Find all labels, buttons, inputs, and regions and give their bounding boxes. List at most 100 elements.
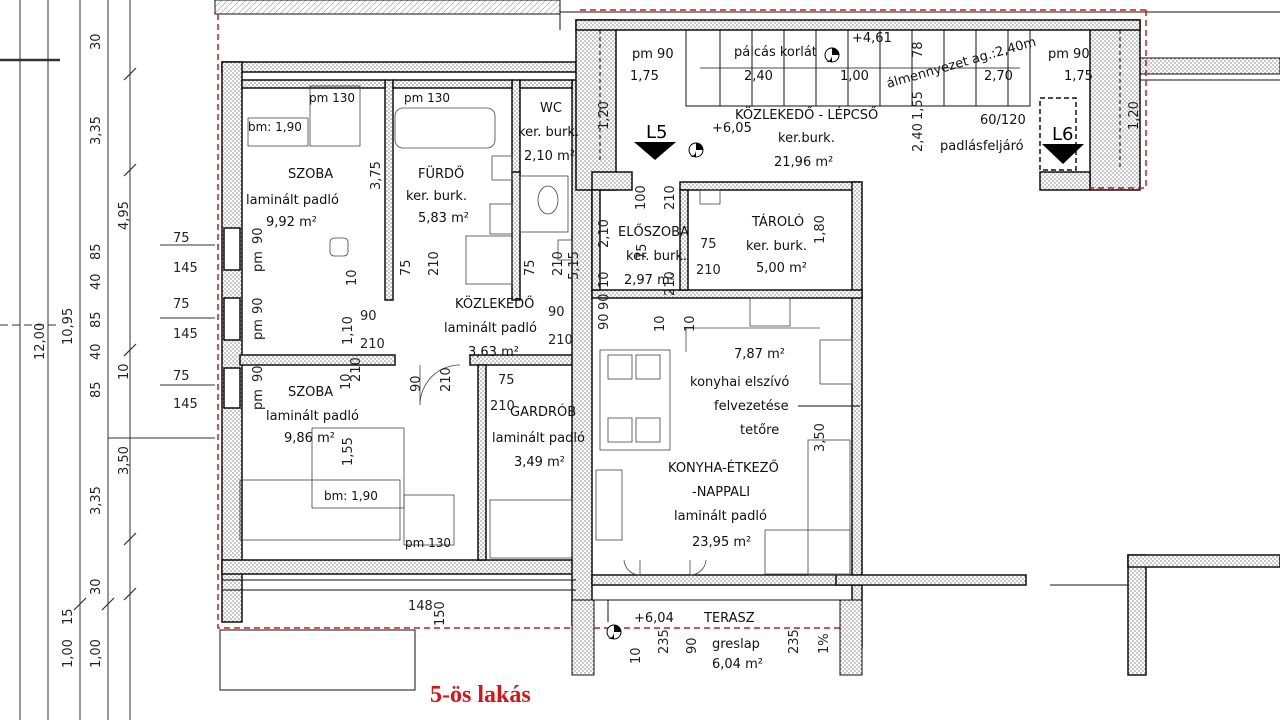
marker-l6: L6 — [1052, 124, 1073, 145]
dim-dims-interior-32: 75 — [635, 243, 650, 260]
dim-30-top: 30 — [89, 33, 104, 50]
kozlekedo-finish: laminált padló — [444, 321, 537, 336]
dim-10-95: 10,95 — [61, 308, 76, 345]
pm90-left: pm 90 — [632, 47, 674, 62]
walls — [221, 19, 1280, 676]
dim-dims-interior-49: 1% — [817, 633, 832, 654]
level-605: +6,05 — [712, 121, 752, 136]
konyha-note1: konyhai elszívó — [690, 375, 789, 390]
almennyezet: álmennyezet ag.:2,40m — [885, 35, 1038, 92]
dim-30-bottom: 30 — [89, 578, 104, 595]
dim-dims-interior-27: 10 — [653, 315, 668, 332]
dim-75-b: 75 — [173, 297, 190, 312]
furdo-area: 5,83 m² — [418, 211, 469, 226]
konyha-note3: tetőre — [740, 423, 779, 438]
left-dimension-texts: 30 3,35 4,95 10,95 12,00 3,50 3,35 30 1,… — [33, 33, 198, 668]
dim-dims-interior-10: 75 — [523, 259, 538, 276]
dim-dims-interior-12: 90 — [360, 309, 377, 324]
szoba2-bm: bm: 1,90 — [324, 489, 378, 503]
val-270: 2,70 — [984, 69, 1013, 84]
eloszoba-finish: ker. burk. — [626, 249, 687, 264]
dim-145-c: 145 — [173, 397, 198, 412]
szoba2-area: 9,86 m² — [284, 431, 335, 446]
dim-dims-interior-29: 100 — [634, 185, 649, 210]
dim-dims-interior-41: 1,55 — [911, 91, 926, 120]
dim-85-c: 85 — [89, 381, 104, 398]
dim-dims-interior-39: 1,20 — [597, 101, 612, 130]
konyha-note2: felvezetése — [714, 399, 789, 414]
dim-3-35-bottom: 3,35 — [89, 486, 104, 515]
dim-75-a: 75 — [173, 231, 190, 246]
room-labels: SZOBA laminált padló 9,92 m² pm 130 bm: … — [246, 91, 878, 672]
szoba1-bed: pm 130 — [309, 91, 355, 105]
dim-3-35-top: 3,35 — [89, 116, 104, 145]
dim-dims-interior-28: 2,10 — [597, 219, 612, 248]
pm90-right-val: 1,75 — [1064, 69, 1093, 84]
dim-dims-interior-37: 3,50 — [813, 423, 828, 452]
dim-dims-interior-3: pm — [251, 319, 266, 340]
terasz-level: +6,04 — [634, 611, 674, 626]
szoba2-name: SZOBA — [288, 385, 333, 400]
dim-dims-interior-0: 90 — [251, 227, 266, 244]
terrace-bottom — [219, 579, 1128, 691]
dim-dims-interior-1: pm — [251, 251, 266, 272]
dim-dims-interior-18: 90 — [409, 375, 424, 392]
furdo-bed: pm 130 — [404, 91, 450, 105]
pm90-left-val: 1,75 — [630, 69, 659, 84]
unit-title: 5-ös lakás — [430, 682, 531, 708]
terasz-finish: greslap — [712, 637, 760, 652]
dim-1-00-a: 1,00 — [61, 639, 76, 668]
eloszoba-name: ELŐSZOBA — [618, 224, 689, 240]
konyha-small-area: 7,87 m² — [734, 347, 785, 362]
szoba1-finish: laminált padló — [246, 193, 339, 208]
tarolo-name: TÁROLÓ — [751, 214, 804, 230]
dim-dims-interior-40: 2,40 — [911, 123, 926, 152]
dim-dims-interior-25: 75 — [700, 237, 717, 252]
gardrob-finish: laminált padló — [492, 431, 585, 446]
konyha-name1: KONYHA-ÉTKEZŐ — [668, 460, 779, 476]
dim-dims-interior-42: 1,20 — [1127, 101, 1142, 130]
dim-40-a: 40 — [89, 273, 104, 290]
val-100: 1,00 — [840, 69, 869, 84]
kozlekedo-lepcso-finish: ker.burk. — [778, 131, 835, 146]
gardrob-area: 3,49 m² — [514, 455, 565, 470]
dim-dims-interior-43: 78 — [911, 41, 926, 58]
level-markers — [606, 47, 1084, 640]
terasz-name: TERASZ — [703, 611, 755, 626]
dim-dims-interior-35: 10 — [597, 271, 612, 288]
dim-dims-interior-17: 210 — [548, 333, 573, 348]
dim-15: 15 — [61, 608, 76, 625]
dim-85-b: 85 — [89, 311, 104, 328]
wc-area: 2,10 m² — [524, 149, 575, 164]
kozlekedo-area: 3,63 m² — [468, 345, 519, 360]
unit-boundary — [217, 9, 1147, 629]
dim-dims-interior-45: 150 — [433, 601, 448, 626]
konyha-name2: -NAPPALI — [692, 485, 750, 500]
dim-10-left: 10 — [117, 363, 132, 380]
szoba1-area: 9,92 m² — [266, 215, 317, 230]
dim-dims-interior-38: 1,55 — [341, 437, 356, 466]
dim-dims-interior-14: 1,10 — [341, 316, 356, 345]
kozlekedo-lepcso-name: KÖZLEKEDŐ - LÉPCSŐ — [735, 106, 878, 123]
dim-145-b: 145 — [173, 327, 198, 342]
wc-finish: ker. burk. — [518, 125, 579, 140]
dim-dims-interior-23: 90 — [597, 313, 612, 330]
dim-85-a: 85 — [89, 243, 104, 260]
level-461: +4,61 — [852, 31, 892, 46]
dim-dims-interior-15: 210 — [349, 357, 364, 382]
dim-40-b: 40 — [89, 343, 104, 360]
dim-dims-interior-31: 1,80 — [813, 215, 828, 244]
pm90-right: pm 90 — [1048, 47, 1090, 62]
palcas-korlat: pálcás korlát — [734, 45, 817, 60]
dim-dims-interior-26: 210 — [696, 263, 721, 278]
dim-dims-interior-6: 3,75 — [369, 161, 384, 190]
padlas-size: 60/120 — [980, 113, 1026, 128]
dim-dims-interior-30: 210 — [663, 185, 678, 210]
dim-dims-interior-5: pm — [251, 389, 266, 410]
dim-dims-interior-9: 210 — [427, 251, 442, 276]
upper-labels: pm 90 1,75 pálcás korlát 2,40 +4,61 1,00… — [630, 31, 1093, 154]
dim-dims-interior-33: 210 — [663, 271, 678, 296]
tarolo-finish: ker. burk. — [746, 239, 807, 254]
interior-dims: 90 pm 90 pm 90 pm 3,75 10 75 210 75 210 … — [251, 41, 1142, 664]
